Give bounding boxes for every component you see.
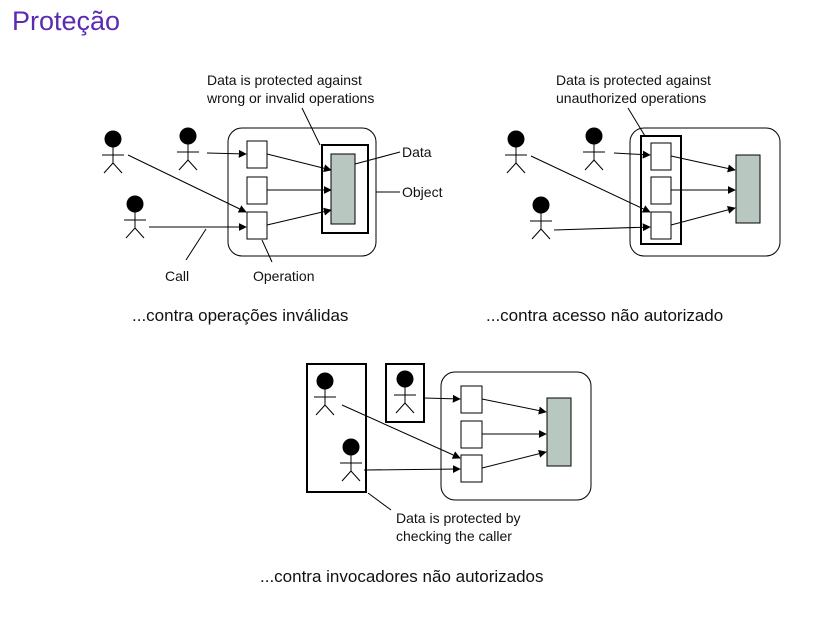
panel3-caption: ...contra invocadores não autorizados bbox=[260, 567, 544, 586]
panel1-op-arrow-3 bbox=[266, 207, 332, 226]
panel3-note-leader bbox=[367, 492, 392, 511]
panel3-actor-top bbox=[394, 370, 416, 414]
panel1-actor-top bbox=[177, 127, 199, 171]
panel1-note-leader bbox=[301, 107, 321, 146]
panel1-note-line1: Data is protected against bbox=[207, 72, 362, 88]
panel3-note-line1: Data is protected by bbox=[396, 510, 521, 526]
panel3-op-arrow-3 bbox=[481, 449, 547, 469]
panel1-operation-label: Operation bbox=[253, 268, 314, 284]
panel1-data-block bbox=[330, 153, 356, 225]
panel3-object-box bbox=[440, 371, 592, 501]
panel1-data-leader bbox=[354, 151, 401, 165]
panel3-data-block bbox=[546, 397, 572, 467]
panel1-caption: ...contra operações inválidas bbox=[132, 306, 348, 325]
panel2-caption: ...contra acesso não autorizado bbox=[486, 306, 723, 325]
panel1-op-arrow-1 bbox=[266, 153, 332, 173]
panel2-object-box bbox=[629, 127, 781, 257]
panel1-note-line2: wrong or invalid operations bbox=[206, 90, 374, 106]
panel1-protection-frame bbox=[321, 144, 369, 234]
panel3-actor-left bbox=[314, 372, 336, 416]
panel3-caller-box-large bbox=[306, 363, 367, 493]
panel2-note-line1: Data is protected against bbox=[556, 72, 711, 88]
panel1-operation-leader bbox=[261, 239, 273, 263]
panel2-op-arrow-1 bbox=[670, 155, 736, 173]
panel2-data-block bbox=[735, 154, 761, 224]
panel3-call-arrow-left bbox=[341, 404, 461, 459]
panel3-caller-box-small bbox=[385, 363, 425, 423]
panel1-call-leader bbox=[185, 228, 207, 261]
panel2-operation-box-3 bbox=[650, 211, 672, 240]
panel2-op-arrow-3 bbox=[670, 205, 736, 226]
panel2-call-arrow-left bbox=[530, 155, 651, 213]
panel2-actor-left bbox=[505, 130, 527, 174]
panel2-call-arrow-top bbox=[613, 150, 651, 159]
panel2-note-line2: unauthorized operations bbox=[556, 90, 706, 106]
panel-unauthorized-callers: Data is protected by checking the caller… bbox=[260, 363, 592, 586]
panel1-operation-box-1 bbox=[246, 140, 268, 169]
panel-invalid-operations: Data is protected against wrong or inval… bbox=[102, 72, 443, 325]
panel1-operation-box-3 bbox=[246, 211, 268, 240]
panel1-object-label: Object bbox=[402, 184, 443, 200]
panel1-call-arrow-top bbox=[206, 149, 247, 158]
panel1-operation-box-2 bbox=[246, 176, 268, 205]
slide-title: Proteção bbox=[12, 6, 121, 36]
panel1-call-label: Call bbox=[165, 268, 189, 284]
panel2-operation-box-1 bbox=[650, 142, 672, 171]
panel-unauthorized-access: Data is protected against unauthorized o… bbox=[486, 72, 781, 325]
panel3-call-arrow-top bbox=[423, 394, 461, 403]
panel3-actor-bottom bbox=[340, 438, 362, 482]
panel1-call-arrow-left bbox=[127, 154, 247, 213]
panel2-note-leader bbox=[627, 107, 646, 137]
panel2-operation-box-2 bbox=[650, 176, 672, 205]
panel3-op-arrow-1 bbox=[481, 398, 547, 415]
panel2-actor-top bbox=[583, 127, 605, 171]
panel2-call-arrow-bottom bbox=[553, 223, 651, 232]
panel1-actor-left bbox=[102, 130, 124, 174]
panel3-operation-box-1 bbox=[460, 385, 483, 414]
panel1-actor-bottom bbox=[124, 195, 146, 239]
panel3-note-line2: checking the caller bbox=[396, 528, 512, 544]
panel2-actor-bottom bbox=[530, 196, 552, 240]
panel1-data-label: Data bbox=[402, 144, 432, 160]
panel3-operation-box-3 bbox=[460, 454, 483, 483]
panel3-call-arrow-bottom bbox=[363, 465, 461, 474]
panel3-operation-box-2 bbox=[460, 420, 483, 449]
